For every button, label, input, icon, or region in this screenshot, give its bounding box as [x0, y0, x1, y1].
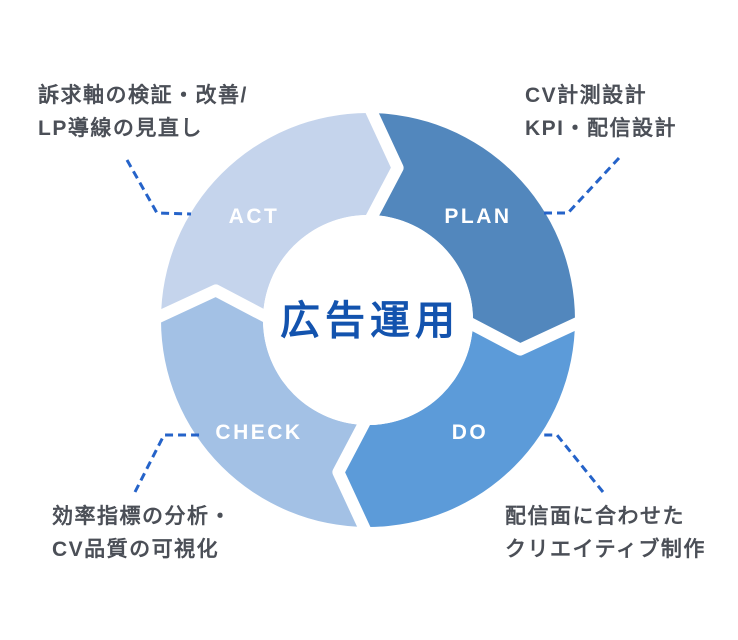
annotation-do-line1: 配信面に合わせた [505, 505, 685, 528]
annotation-plan: CV計測設計 KPI・配信設計 [525, 79, 677, 145]
connector-plan [543, 156, 621, 215]
annotation-plan-line2: KPI・配信設計 [525, 117, 678, 140]
annotation-do-line2: クリエイティブ制作 [505, 538, 706, 561]
annotation-plan-line1: CV計測設計 [525, 84, 648, 107]
annotation-act: 訴求軸の検証・改善/ LP導線の見直し [38, 79, 248, 145]
annotation-check-line1: 効率指標の分析・ [52, 505, 232, 528]
center-circle [263, 215, 473, 425]
connector-act [125, 159, 192, 216]
connector-do [542, 433, 605, 493]
label-act: ACT [229, 205, 280, 228]
connector-check [133, 433, 201, 493]
segment-plan [368, 113, 575, 350]
label-plan: PLAN [444, 205, 511, 228]
segment-act [161, 113, 398, 320]
segment-check [161, 290, 368, 527]
arrow-gap-top [362, 98, 404, 230]
annotation-act-line2: LP導線の見直し [38, 117, 203, 140]
label-check: CHECK [215, 421, 302, 444]
annotation-check-line2: CV品質の可視化 [52, 538, 220, 561]
center-title: 広告運用 [280, 299, 460, 343]
annotation-check: 効率指標の分析・ CV品質の可視化 [52, 500, 232, 566]
arrow-gap-left [146, 284, 278, 326]
annotation-do: 配信面に合わせた クリエイティブ制作 [505, 500, 706, 566]
label-do: DO [452, 421, 489, 444]
segment-do [338, 320, 575, 527]
arrow-gap-bottom [332, 410, 374, 542]
annotation-act-line1: 訴求軸の検証・改善/ [38, 84, 248, 107]
arrow-gap-right [458, 314, 590, 356]
